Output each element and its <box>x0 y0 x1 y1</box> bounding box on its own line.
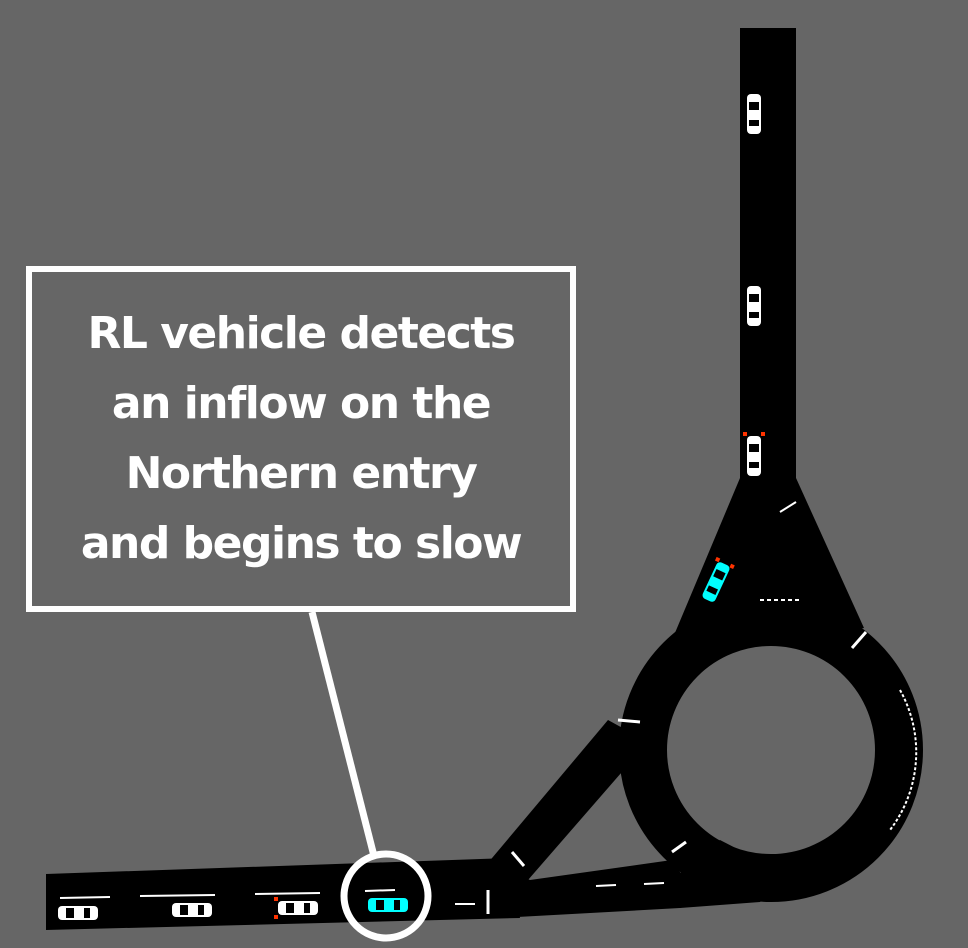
brake-light <box>274 897 278 901</box>
lane-dash <box>254 892 321 895</box>
human-vehicle-braking <box>274 897 318 919</box>
ring-yield-line <box>617 718 641 724</box>
southwest-junction <box>487 860 700 918</box>
human-vehicle <box>172 903 212 917</box>
brake-light <box>729 563 735 570</box>
brake-light <box>761 432 765 436</box>
brake-light <box>714 556 721 563</box>
junction-edge <box>779 501 797 513</box>
ring-yield-line <box>850 631 868 649</box>
brake-light <box>274 915 278 919</box>
human-vehicle <box>747 286 761 326</box>
lane-dash <box>643 882 665 885</box>
rl-vehicle-west <box>368 898 408 912</box>
callout-box: RL vehicle detects an inflow on the Nort… <box>26 266 576 612</box>
southern-connector <box>672 840 790 908</box>
ring-yield-line <box>510 851 526 867</box>
callout-pointer <box>308 611 378 857</box>
lane-markings <box>59 501 918 914</box>
ring-yield-line <box>671 840 687 854</box>
highlight-circle <box>340 850 432 942</box>
northern-junction <box>672 478 864 640</box>
lane-dash <box>364 889 396 892</box>
lane-dash <box>59 896 111 899</box>
human-vehicle <box>58 906 98 920</box>
human-vehicle <box>747 94 761 134</box>
lane-dash <box>595 884 617 887</box>
lane-dash <box>139 894 216 897</box>
rl-vehicle-north <box>702 556 735 602</box>
brake-light <box>743 432 747 436</box>
human-vehicle-braking <box>743 432 765 476</box>
northern-vehicles <box>702 94 765 602</box>
callout-text: RL vehicle detects an inflow on the Nort… <box>80 308 523 569</box>
western-vehicles <box>58 897 408 920</box>
western-connector <box>487 720 648 880</box>
